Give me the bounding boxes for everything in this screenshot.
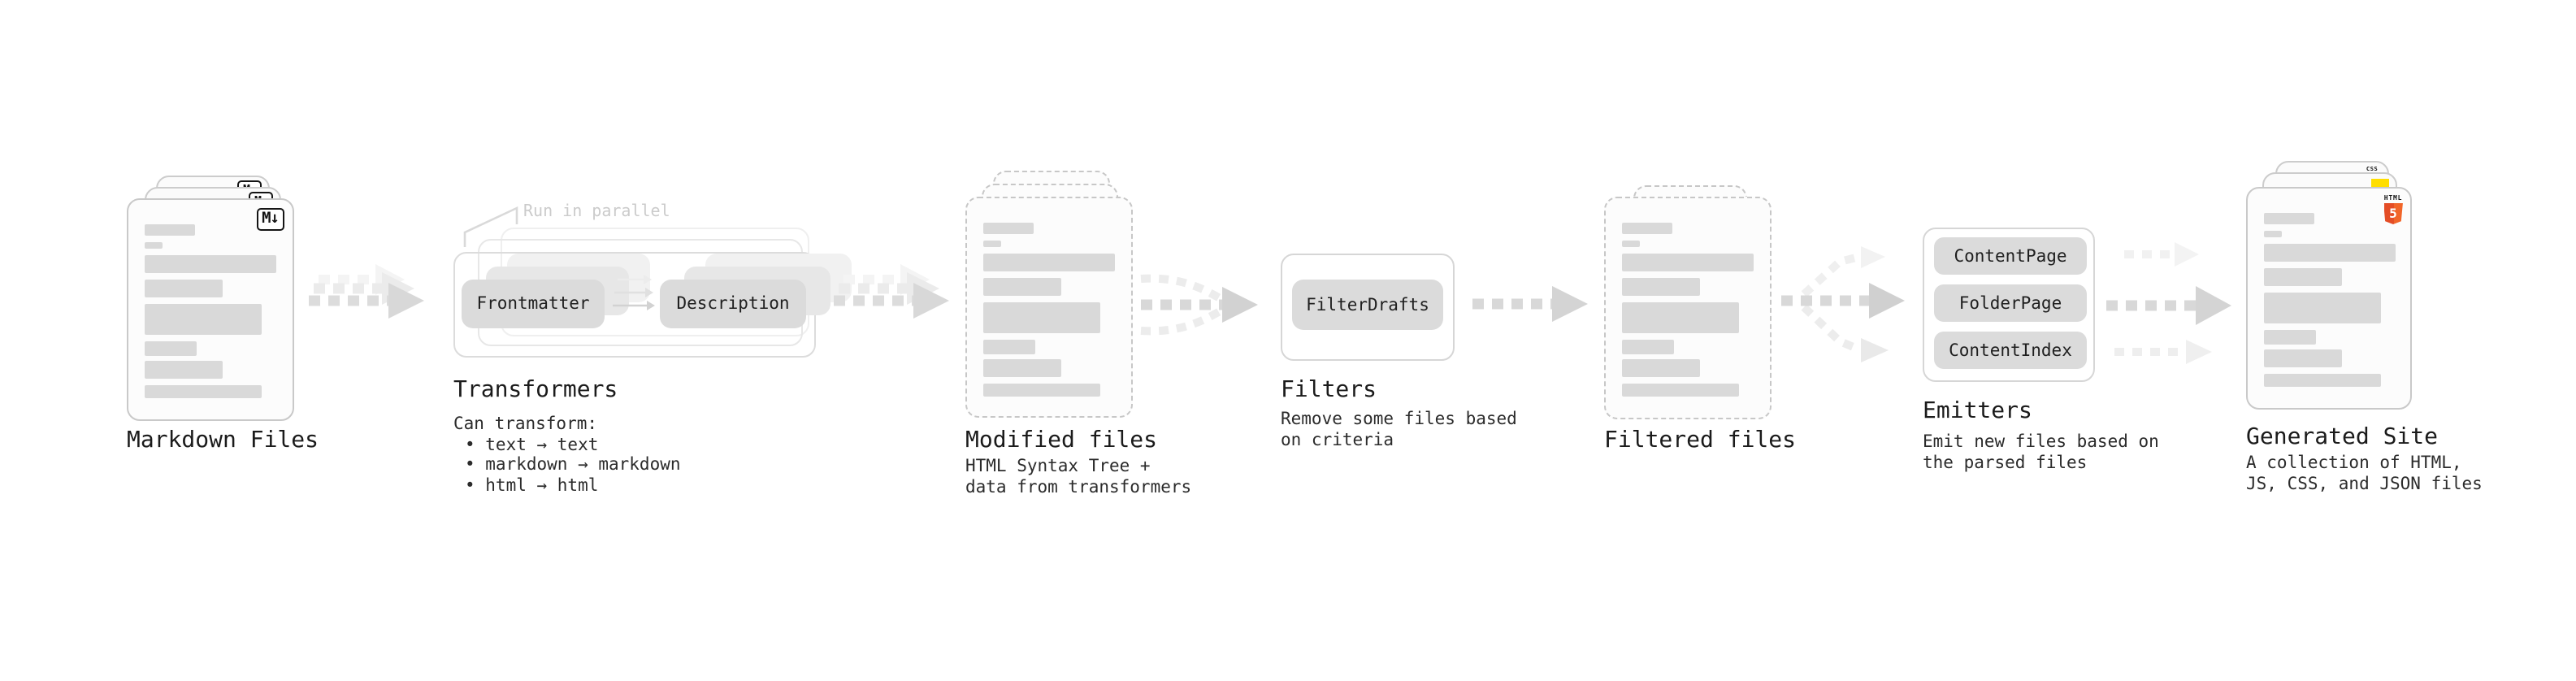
modified-files-sublabel: HTML Syntax Tree + data from transformer… <box>965 457 1191 497</box>
flow-arrow-markdown-to-transformers <box>309 264 424 319</box>
markdown-doc-front: M↓ <box>127 198 294 421</box>
run-in-parallel-note: Run in parallel <box>523 203 670 221</box>
sublabel-line: HTML Syntax Tree + <box>965 457 1151 476</box>
emitters-label: Emitters <box>1923 398 2032 424</box>
filterdrafts-pill: FilterDrafts <box>1292 280 1443 330</box>
filtered-files-label: Filtered files <box>1604 427 1797 453</box>
frontmatter-pill: Frontmatter <box>462 280 605 328</box>
generated-site-sublabel: A collection of HTML, JS, CSS, and JSON … <box>2246 453 2483 494</box>
html5-icon-word: HTML <box>2383 193 2403 202</box>
generated-site-label: Generated Site <box>2246 424 2439 450</box>
filters-label: Filters <box>1281 377 1377 403</box>
doc-content-placeholder <box>967 198 1131 416</box>
sublabel-line: Emit new files based on <box>1923 432 2159 452</box>
sublabel-line: data from transformers <box>965 477 1192 497</box>
filters-sublabel: Remove some files based on criteria <box>1281 410 1517 450</box>
sublabel-line: JS, CSS, and JSON files <box>2246 474 2483 494</box>
can-transform-line: Can transform: <box>453 414 598 434</box>
contentpage-pill: ContentPage <box>1934 237 2087 275</box>
markdown-icon: M↓ <box>256 208 284 230</box>
flow-arrow-filters-to-filtered <box>1472 286 1588 322</box>
doc-content-placeholder <box>2248 189 2410 408</box>
transformers-description: Can transform: • text → text • markdown … <box>453 414 681 497</box>
markdown-files-label: Markdown Files <box>127 427 319 453</box>
html5-icon: HTML 5 <box>2383 193 2404 224</box>
doc-content-placeholder <box>1606 198 1770 418</box>
sublabel-line: on criteria <box>1281 430 1394 450</box>
doc-content-placeholder <box>128 200 293 419</box>
run-in-parallel-callout-line <box>463 206 518 247</box>
flow-arrow-transformers-to-modified <box>834 264 949 319</box>
bullet-html-to-html: • html → html <box>465 475 599 496</box>
bullet-markdown-to-markdown: • markdown → markdown <box>465 455 681 475</box>
modified-doc-front <box>965 197 1133 418</box>
description-pill: Description <box>660 280 806 328</box>
emitters-sublabel: Emit new files based on the parsed files <box>1923 432 2159 473</box>
bullet-text-to-text: • text → text <box>465 435 599 455</box>
sublabel-line: the parsed files <box>1923 453 2088 473</box>
transformers-label: Transformers <box>453 377 618 403</box>
flow-arrow-modified-to-filters <box>1140 274 1258 336</box>
site-doc-html: HTML 5 <box>2246 187 2412 410</box>
flow-arrow-emitters-to-site <box>2106 242 2231 364</box>
flow-arrow-filtered-to-emitters <box>1781 246 1905 362</box>
sublabel-line: Remove some files based <box>1281 410 1517 429</box>
html5-icon-shield: 5 <box>2383 202 2403 224</box>
contentindex-pill: ContentIndex <box>1934 332 2087 369</box>
transformer-internal-arrows <box>613 275 655 310</box>
folderpage-pill: FolderPage <box>1934 284 2087 322</box>
sublabel-line: A collection of HTML, <box>2246 453 2462 473</box>
modified-files-label: Modified files <box>965 427 1158 453</box>
javascript-icon <box>2371 178 2389 186</box>
filtered-doc-front <box>1604 197 1772 419</box>
